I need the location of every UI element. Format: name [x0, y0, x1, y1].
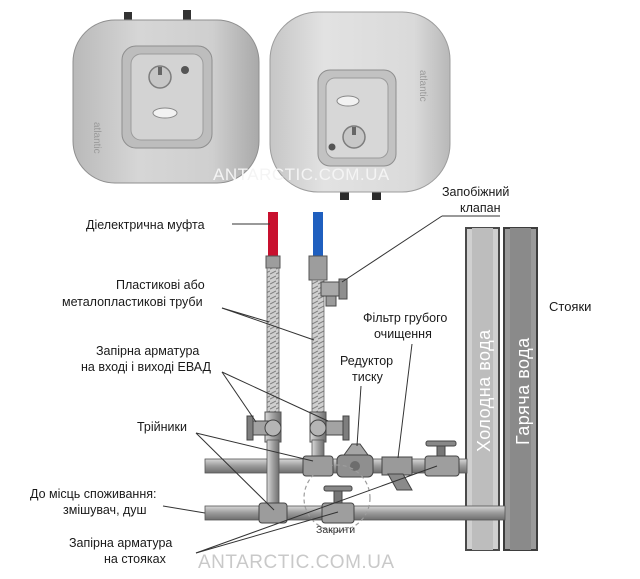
label-tees: Трійники	[137, 420, 187, 434]
control-panel	[121, 45, 213, 149]
riser-shutoff-cold[interactable]	[424, 440, 460, 477]
label-pipes-2: металопластикові труби	[62, 295, 203, 309]
label-dielectric: Діелектрична муфта	[86, 218, 205, 232]
brand-logo-right: atlantic	[417, 70, 428, 102]
label-filter-1: Фільтр грубого	[363, 311, 447, 325]
label-reducer-1: Редуктор	[340, 354, 393, 368]
control-panel	[317, 69, 397, 167]
hot-outlet-pipe	[264, 212, 282, 511]
watermark-top: ANTARCTIC.COM.UA	[213, 165, 390, 184]
cold-water-label: Холодна вода	[474, 329, 494, 452]
hot-water-label: Гаряча вода	[513, 337, 533, 445]
logo-badge	[336, 95, 360, 107]
leader-lines	[162, 215, 500, 554]
label-shutoff-1: Запірна арматура	[96, 344, 199, 358]
label-filter-2: очищення	[374, 327, 432, 341]
pressure-reducer[interactable]	[336, 443, 374, 478]
tee-cold	[302, 455, 334, 477]
label-consumers-1: До місць споживання:	[30, 487, 156, 501]
label-safety-1: Запобіжний	[442, 185, 509, 199]
thermostat-knob[interactable]	[342, 125, 366, 149]
safety-valve[interactable]	[320, 278, 348, 307]
shutoff-valve-hot[interactable]	[246, 415, 282, 441]
label-reducer-2: тиску	[352, 370, 384, 384]
watermark-bottom: ANTARCTIC.COM.UA	[198, 552, 395, 573]
label-pipes-1: Пластикові або	[116, 278, 205, 292]
tee-hot	[258, 502, 288, 524]
water-heater-right: atlantic	[269, 11, 451, 200]
hot-outlet-line	[204, 505, 506, 521]
label-safety-2: клапан	[460, 201, 501, 215]
label-shutoff-2: на вході і виході ЕВАД	[81, 360, 212, 374]
closed-marker	[303, 464, 371, 532]
brand-logo-left: atlantic	[91, 122, 102, 154]
hot-water-riser: Гаряча вода	[503, 227, 538, 551]
logo-badge	[152, 107, 178, 119]
riser-shutoff-hot[interactable]: Закрити	[303, 464, 371, 536]
thermostat-knob[interactable]	[148, 65, 172, 89]
indicator-light	[181, 66, 189, 74]
cold-water-riser: Холодна вода	[465, 227, 500, 551]
indicator-light	[328, 143, 336, 151]
label-riser-valves-1: Запірна арматура	[69, 536, 172, 550]
shutoff-valve-cold[interactable]	[309, 415, 350, 441]
coarse-filter[interactable]	[381, 456, 413, 491]
risers-label: Стояки	[549, 299, 591, 314]
closed-label: Закрити	[316, 524, 355, 536]
label-riser-valves-2: на стояках	[104, 552, 167, 566]
water-heater-left: atlantic	[72, 10, 260, 184]
label-consumers-2: змішувач, душ	[63, 503, 147, 517]
